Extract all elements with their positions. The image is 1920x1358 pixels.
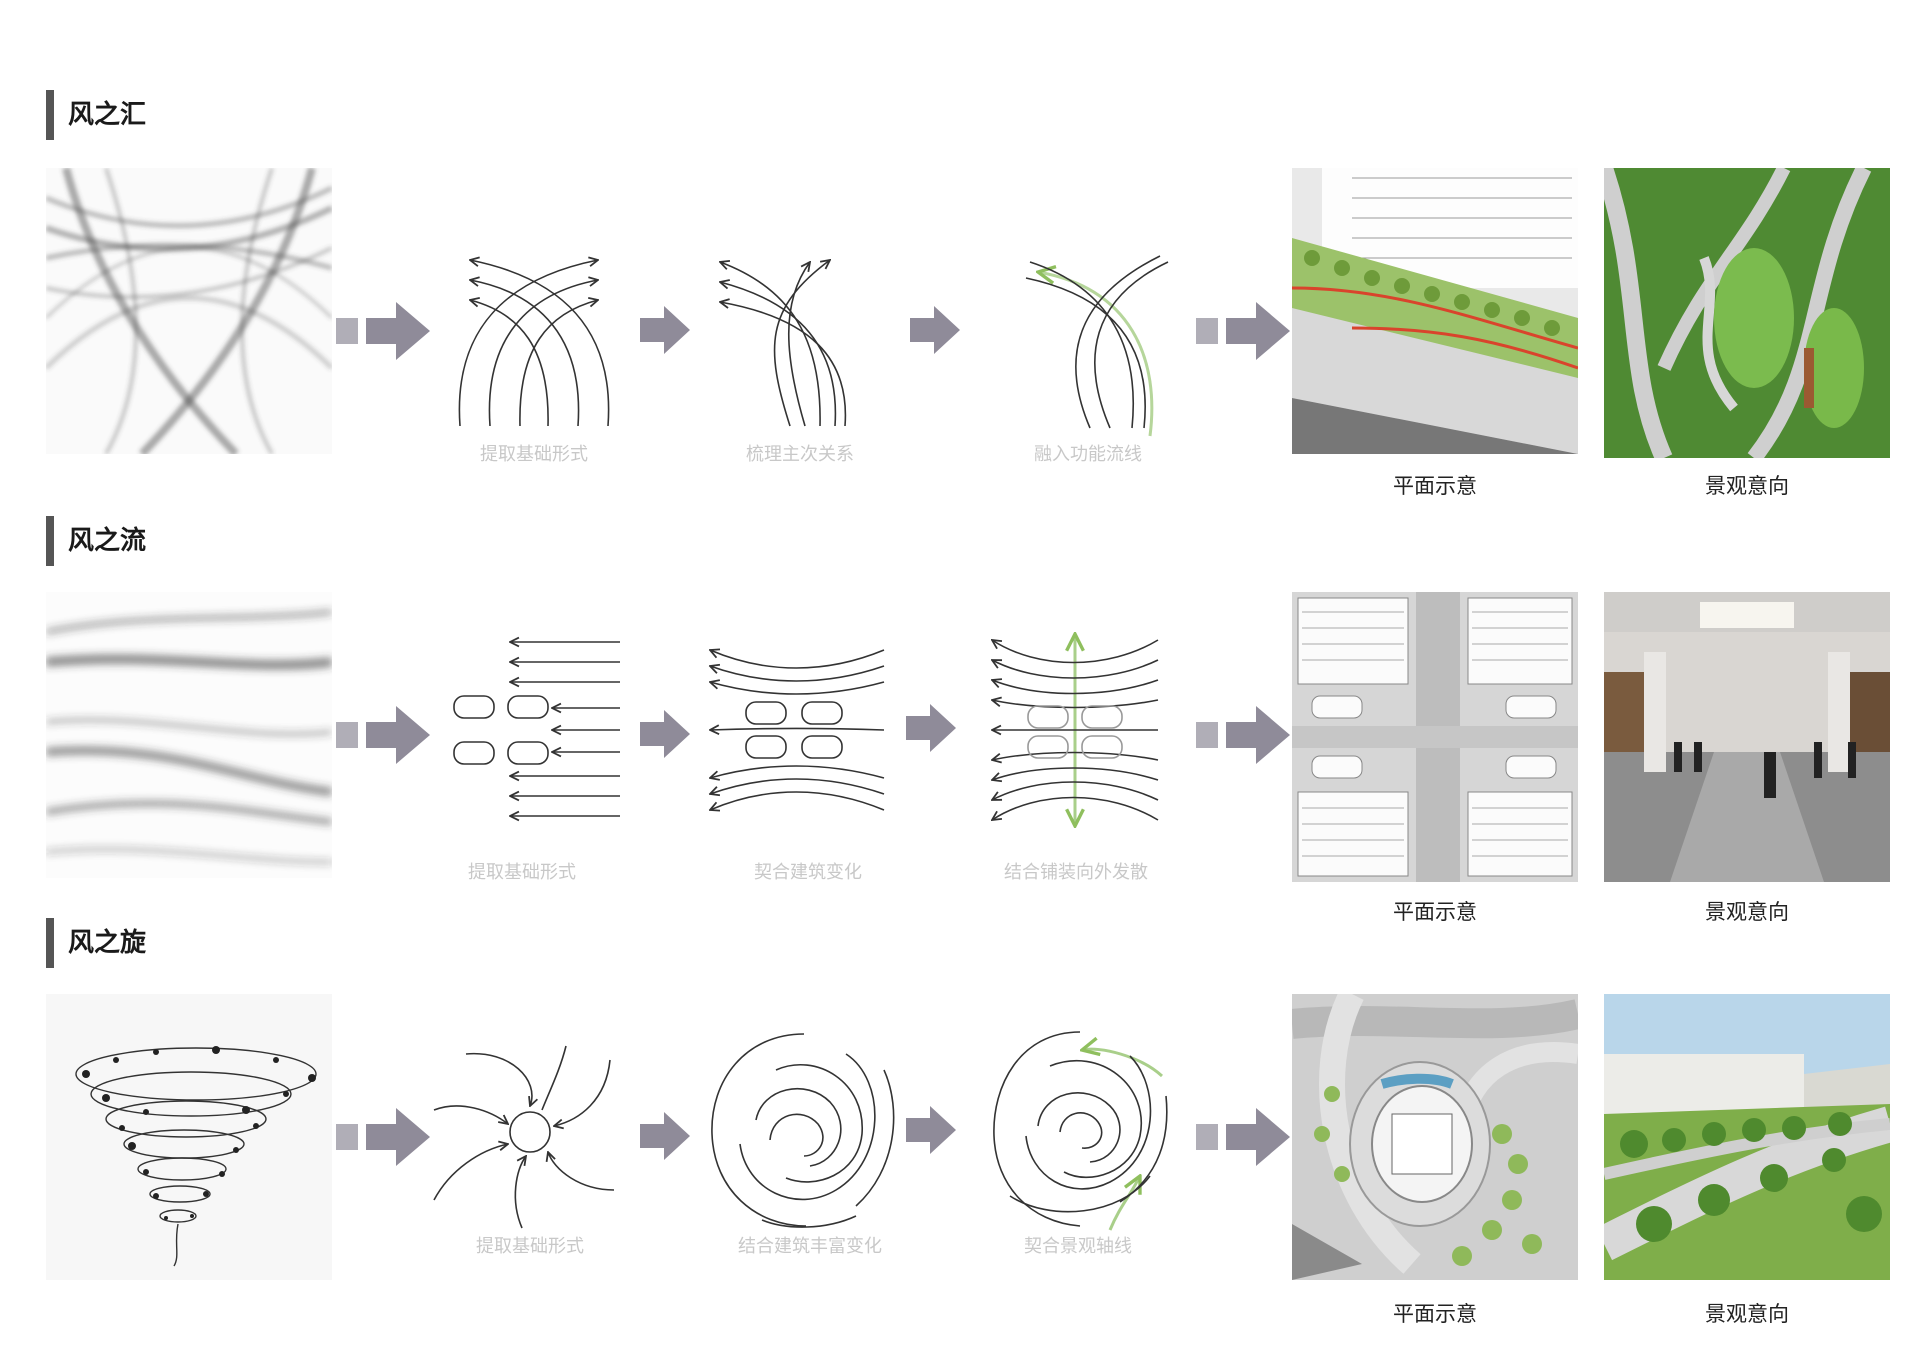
flow-arrow-icon <box>336 1108 430 1166</box>
section-title-1: 风之汇 <box>46 90 146 140</box>
swirl-step3-diagram <box>990 1026 1170 1232</box>
flow-step2-diagram <box>706 640 888 820</box>
swirl-step1-diagram <box>430 1040 620 1230</box>
flow-arrow-icon <box>336 302 430 360</box>
converge-step2-diagram <box>710 248 850 428</box>
step-label-3-3: 契合景观轴线 <box>1024 1236 1132 1257</box>
caption-plan-3: 平面示意 <box>1393 1302 1477 1326</box>
flow-arrow-icon <box>336 706 430 764</box>
flow-arrow-icon <box>1196 1108 1290 1166</box>
flow-arrow-icon <box>1196 706 1290 764</box>
plan-image-2 <box>1292 592 1578 882</box>
wind-swirl-tornado <box>46 994 332 1280</box>
step-label-2-1: 提取基础形式 <box>468 862 576 883</box>
converge-step3-diagram <box>1020 248 1170 438</box>
plan-image-1 <box>1292 168 1578 454</box>
step-arrow-icon <box>906 704 956 752</box>
landscape-image-3 <box>1604 994 1890 1280</box>
step-label-3-1: 提取基础形式 <box>476 1236 584 1257</box>
caption-landscape-1: 景观意向 <box>1705 474 1789 498</box>
step-arrow-icon <box>640 710 690 758</box>
step-arrow-icon <box>906 1106 956 1154</box>
flow-step1-diagram <box>452 630 624 830</box>
flow-arrow-icon <box>1196 302 1290 360</box>
step-label-1-1: 提取基础形式 <box>480 444 588 465</box>
step-arrow-icon <box>640 306 690 354</box>
landscape-image-2 <box>1604 592 1890 882</box>
step-arrow-icon <box>640 1112 690 1160</box>
step-label-1-3: 融入功能流线 <box>1034 444 1142 465</box>
section-title-2: 风之流 <box>46 516 146 566</box>
caption-landscape-2: 景观意向 <box>1705 900 1789 924</box>
caption-plan-2: 平面示意 <box>1393 900 1477 924</box>
step-label-2-2: 契合建筑变化 <box>754 862 862 883</box>
flow-step3-diagram <box>988 626 1162 834</box>
plan-image-3 <box>1292 994 1578 1280</box>
landscape-image-1 <box>1604 168 1890 458</box>
step-label-3-2: 结合建筑丰富变化 <box>738 1236 882 1257</box>
step-label-1-2: 梳理主次关系 <box>746 444 854 465</box>
step-label-2-3: 结合铺装向外发散 <box>1004 862 1148 883</box>
wind-flow-texture <box>45 592 333 878</box>
section-title-3: 风之旋 <box>46 918 146 968</box>
step-arrow-icon <box>910 306 960 354</box>
caption-landscape-3: 景观意向 <box>1705 1302 1789 1326</box>
wind-converge-texture <box>44 166 334 457</box>
converge-step1-diagram <box>448 248 620 428</box>
caption-plan-1: 平面示意 <box>1393 474 1477 498</box>
swirl-step2-diagram <box>706 1030 902 1230</box>
